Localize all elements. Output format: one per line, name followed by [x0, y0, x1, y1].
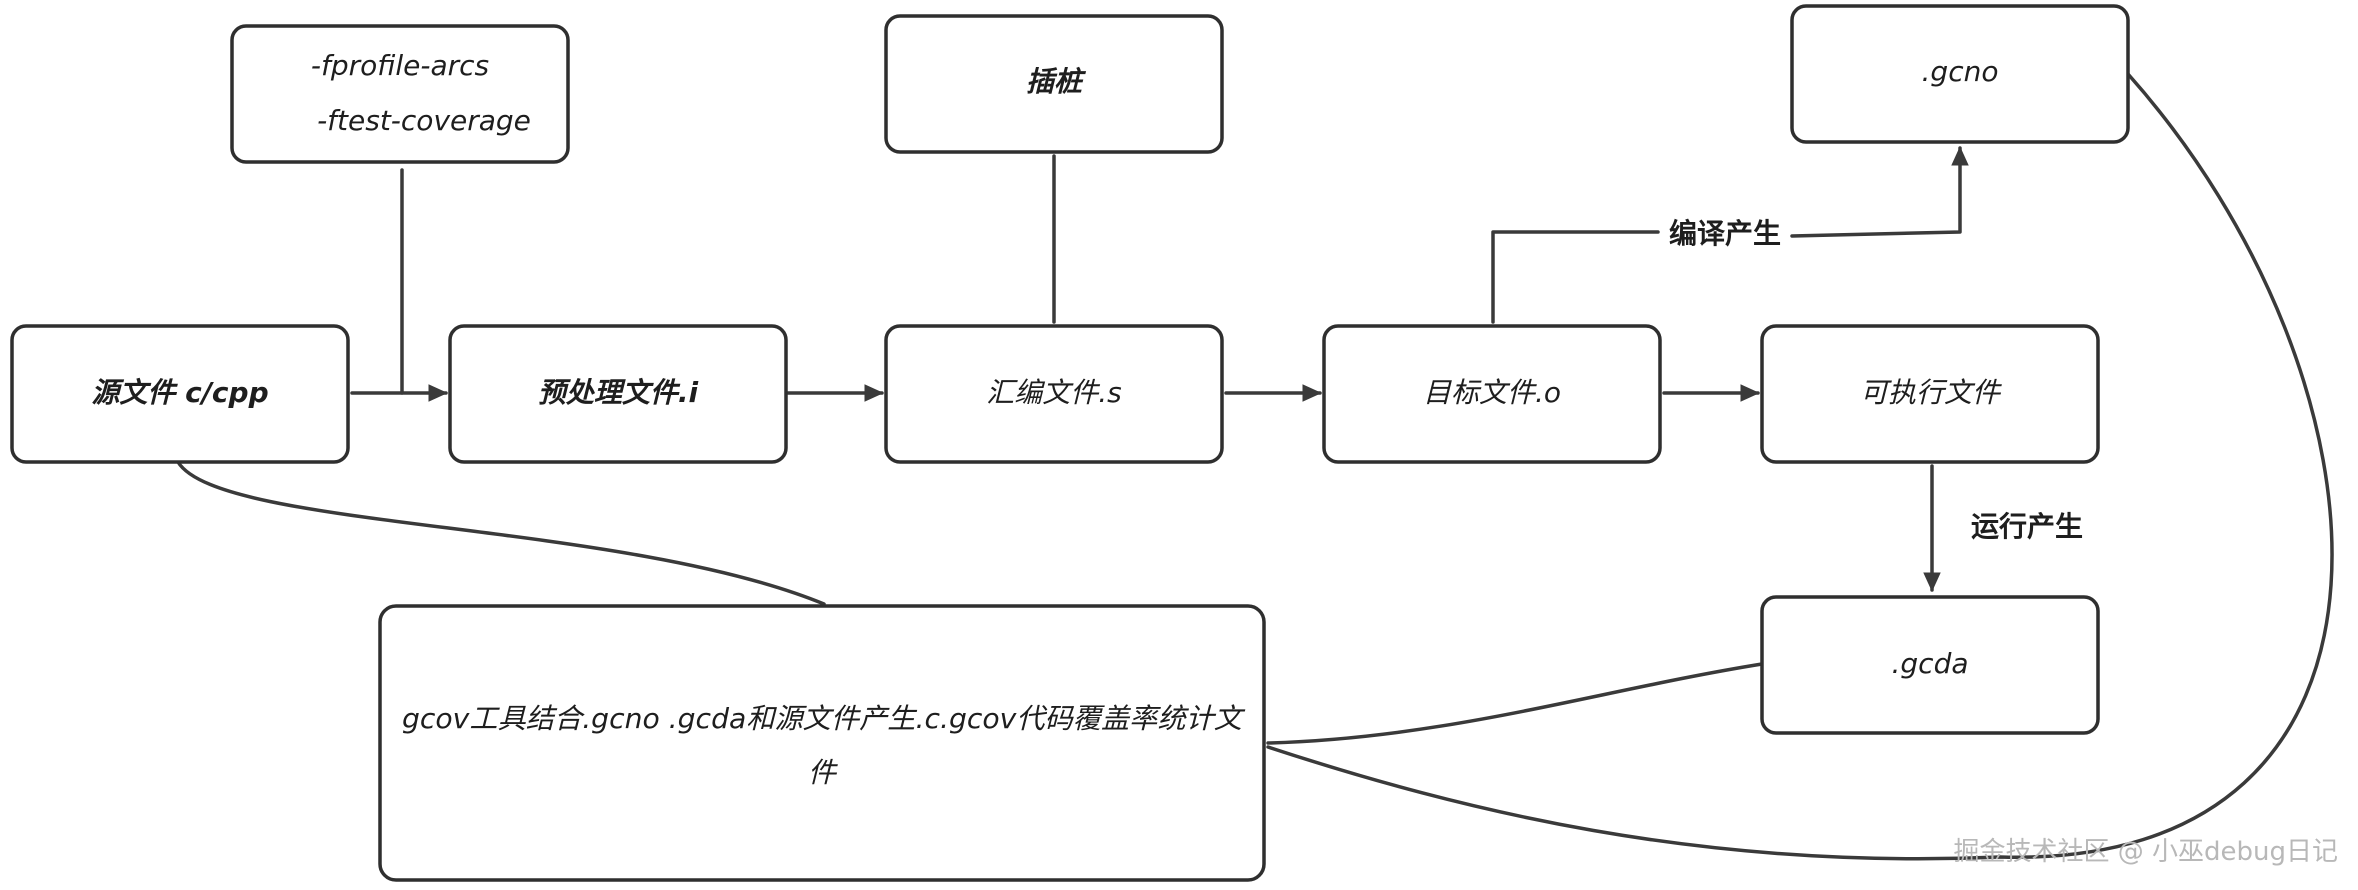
node-gcov-report-line2: 件	[808, 756, 838, 789]
node-object-file: 目标文件.o	[1322, 324, 1662, 464]
flag-ftest-coverage: -ftest-coverage	[317, 104, 531, 137]
node-object-file-label: 目标文件.o	[1423, 376, 1561, 409]
node-gcno-label: .gcno	[1922, 55, 1999, 88]
node-gcov-report: gcov工具结合.gcno .gcda和源文件产生.c.gcov代码覆盖率统计文…	[378, 604, 1266, 882]
node-instrument: 插桩	[884, 14, 1224, 154]
edge-gcda-to-gcov	[1266, 662, 1764, 745]
node-assembly-file: 汇编文件.s	[884, 324, 1224, 464]
node-preprocess-file: 预处理文件.i	[448, 324, 788, 464]
node-gcda: .gcda	[1760, 595, 2100, 735]
node-compiler-flags: -fprofile-arcs -ftest-coverage	[230, 24, 570, 164]
flag-fprofile-arcs: -fprofile-arcs	[311, 49, 489, 82]
edge-object-to-gcno	[1491, 146, 1969, 324]
node-executable-file: 可执行文件	[1760, 324, 2100, 464]
node-gcov-report-line1: gcov工具结合.gcno .gcda和源文件产生.c.gcov代码覆盖率统计文	[402, 702, 1246, 735]
edge-label-compile-produce: 编译产生	[1669, 217, 1781, 250]
node-preprocess-file-label: 预处理文件.i	[538, 376, 699, 409]
watermark-text: 掘金技术社区 @ 小巫debug日记	[1953, 837, 2338, 867]
node-assembly-file-label: 汇编文件.s	[986, 376, 1122, 409]
edge-gcno-to-gcov	[1266, 72, 2334, 861]
node-executable-file-label: 可执行文件	[1860, 376, 2002, 409]
edge-source-to-gcov	[176, 460, 826, 606]
node-source-file: 源文件 c/cpp	[10, 324, 350, 464]
node-source-file-label: 源文件 c/cpp	[91, 376, 268, 409]
node-gcno: .gcno	[1790, 4, 2130, 144]
node-gcda-label: .gcda	[1892, 647, 1969, 680]
edge-label-run-produce: 运行产生	[1971, 510, 2083, 543]
node-instrument-label: 插桩	[1026, 65, 1087, 98]
